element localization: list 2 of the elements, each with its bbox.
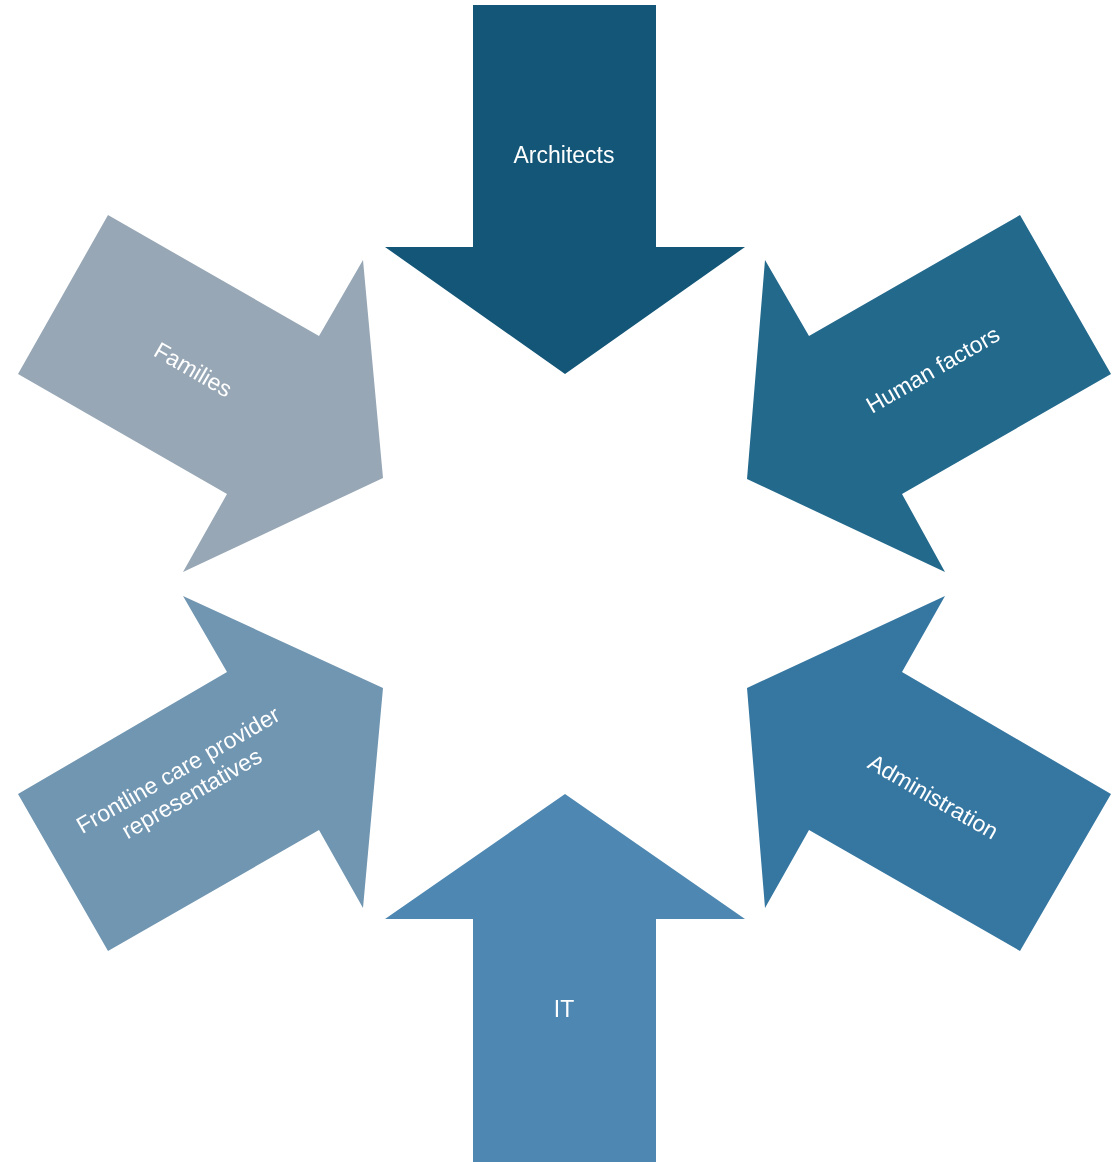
arrow-label: IT: [552, 995, 576, 1023]
arrow-label: Architects: [512, 141, 616, 169]
